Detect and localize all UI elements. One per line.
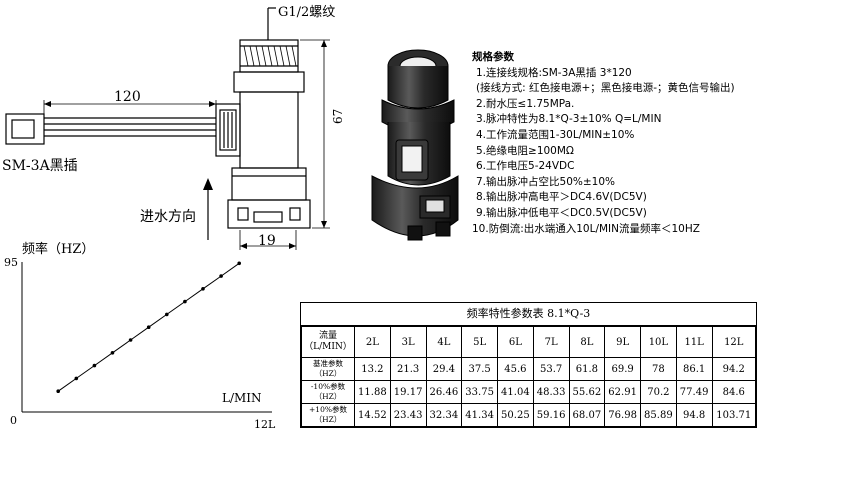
table-cell: 26.46 bbox=[425, 380, 463, 404]
table-cell: 61.8 bbox=[568, 357, 606, 381]
table-row-label-line: 基准参数 bbox=[313, 359, 343, 368]
table-column-header: 4L bbox=[425, 326, 463, 358]
dim-length-120: 120 bbox=[114, 89, 141, 105]
table-cell: 62.91 bbox=[604, 380, 641, 404]
table-cell: 86.1 bbox=[675, 357, 713, 381]
table-cell: 78 bbox=[640, 357, 677, 381]
table-row-label: -10%参数（HZ） bbox=[301, 380, 355, 404]
table-cell: 32.34 bbox=[425, 403, 463, 427]
table-column-header: 12L bbox=[711, 326, 756, 358]
spec-line: 1.连接线规格:SM-3A黑插 3*120 bbox=[476, 66, 632, 79]
table-cell: 59.16 bbox=[532, 403, 570, 427]
table-column-header: 10L bbox=[640, 326, 677, 358]
table-column-header: 6L bbox=[497, 326, 534, 358]
table-column-header: 5L bbox=[461, 326, 498, 358]
table-cell: 45.6 bbox=[497, 357, 534, 381]
table-header-label: 流量（L/MIN） bbox=[301, 326, 355, 358]
table-column-header: 11L bbox=[675, 326, 713, 358]
chart-x-label: L/MIN bbox=[222, 391, 262, 405]
table-row-label: 基准参数（HZ） bbox=[301, 357, 355, 381]
table-column-header: 8L bbox=[568, 326, 606, 358]
thread-label: G1/2螺纹 bbox=[278, 5, 336, 20]
spec-line: 9.输出脉冲低电平＜DC0.5V(DC5V) bbox=[476, 206, 647, 219]
table-column-header: 7L bbox=[532, 326, 570, 358]
table-column-header: 3L bbox=[389, 326, 427, 358]
table-cell: 53.7 bbox=[532, 357, 570, 381]
table-column-header: 9L bbox=[604, 326, 641, 358]
table-cell: 19.17 bbox=[389, 380, 427, 404]
table-cell: 70.2 bbox=[640, 380, 677, 404]
table-cell: 14.52 bbox=[354, 403, 391, 427]
table-cell: 94.2 bbox=[711, 357, 756, 381]
chart-x-tick-0: 0 bbox=[10, 414, 17, 427]
table-cell: 55.62 bbox=[568, 380, 606, 404]
chart-y-label: 频率（HZ） bbox=[22, 242, 95, 257]
table-cell: 68.07 bbox=[568, 403, 606, 427]
table-cell: 23.43 bbox=[389, 403, 427, 427]
table-row-label-line: -10%参数 bbox=[310, 382, 346, 391]
table-row-label-line: （HZ） bbox=[314, 392, 342, 401]
table-cell: 33.75 bbox=[461, 380, 498, 404]
table-cell: 13.2 bbox=[354, 357, 391, 381]
chart-x-tick-12L: 12L bbox=[254, 418, 276, 431]
table-cell: 21.3 bbox=[389, 357, 427, 381]
connector-label: SM-3A黑插 bbox=[2, 158, 78, 174]
table-header-label-line: 流量 bbox=[318, 331, 337, 341]
dim-height-67: 67 bbox=[331, 108, 345, 124]
table-cell: 76.98 bbox=[604, 403, 641, 427]
spec-line: 7.输出脉冲占空比50%±10% bbox=[476, 175, 615, 188]
dim-width-19: 19 bbox=[258, 233, 276, 249]
table-cell: 84.6 bbox=[711, 380, 756, 404]
spec-line: 4.工作流量范围1-30L/MIN±10% bbox=[476, 128, 635, 141]
spec-line: (接线方式: 红色接电源+；黑色接电源-；黄色信号输出) bbox=[476, 82, 735, 95]
table-cell: 41.04 bbox=[497, 380, 534, 404]
spec-line: 5.绝缘电阻≥100MΩ bbox=[476, 144, 574, 157]
sensor-3d-view bbox=[371, 49, 459, 241]
spec-list: 规格参数 1.连接线规格:SM-3A黑插 3*120 (接线方式: 红色接电源+… bbox=[472, 50, 735, 237]
table-cell: 48.33 bbox=[532, 380, 570, 404]
table-cell: 29.4 bbox=[425, 357, 463, 381]
table-row-label: +10%参数（HZ） bbox=[301, 403, 355, 427]
chart-y-tick-95: 95 bbox=[4, 256, 18, 269]
table-row-label-line: （HZ） bbox=[314, 415, 342, 424]
table-cell: 37.5 bbox=[461, 357, 498, 381]
table-header-label-line: （L/MIN） bbox=[304, 342, 352, 352]
table-cell: 103.71 bbox=[711, 403, 756, 427]
table-cell: 69.9 bbox=[604, 357, 641, 381]
spec-line: 3.脉冲特性为8.1*Q-3±10% Q=L/MIN bbox=[476, 113, 662, 126]
table-cell: 41.34 bbox=[461, 403, 498, 427]
table-row-label-line: +10%参数 bbox=[309, 405, 347, 414]
flow-direction-label: 进水方向 bbox=[140, 209, 196, 225]
table-column-header: 2L bbox=[354, 326, 391, 358]
table-title: 频率特性参数表 8.1*Q-3 bbox=[301, 303, 756, 326]
table-cell: 94.8 bbox=[675, 403, 713, 427]
spec-line: 8.输出脉冲高电平＞DC4.6V(DC5V) bbox=[476, 191, 647, 204]
table-cell: 85.89 bbox=[640, 403, 677, 427]
table-row-label-line: （HZ） bbox=[314, 369, 342, 378]
spec-line: 2.耐水压≤1.75MPa. bbox=[476, 97, 575, 110]
spec-line: 10.防倒流:出水端通入10L/MIN流量频率＜10HZ bbox=[472, 222, 700, 235]
spec-title: 规格参数 bbox=[472, 51, 514, 63]
table-cell: 77.49 bbox=[675, 380, 713, 404]
table-cell: 50.25 bbox=[497, 403, 534, 427]
table-cell: 11.88 bbox=[354, 380, 391, 404]
spec-line: 6.工作电压5-24VDC bbox=[476, 160, 575, 173]
